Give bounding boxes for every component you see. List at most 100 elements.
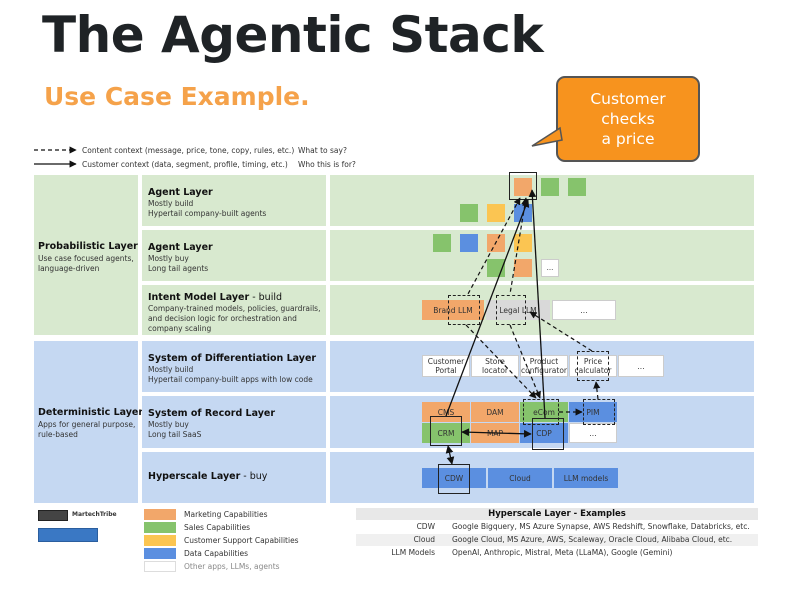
layer-desc: company scaling bbox=[148, 324, 212, 333]
agent-square bbox=[460, 204, 478, 222]
ecom-box: eCom bbox=[520, 402, 568, 422]
callout-tail bbox=[531, 126, 563, 147]
callout-bubble: Customer checks a price bbox=[556, 76, 700, 162]
group-desc: language-driven bbox=[38, 264, 100, 273]
group-desc: rule-based bbox=[38, 430, 78, 439]
key-label: Data Capabilities bbox=[184, 549, 249, 558]
key-swatch-data bbox=[144, 548, 176, 559]
box-line: Store bbox=[485, 357, 505, 366]
agent-square bbox=[568, 178, 586, 196]
sor-label-cell bbox=[142, 396, 326, 448]
deterministic-group-label: Deterministic Layer Apps for general pur… bbox=[38, 406, 143, 440]
cdp-outline bbox=[532, 418, 564, 450]
agent-square bbox=[514, 259, 532, 277]
sod-label-cell bbox=[142, 341, 326, 392]
martech-badge: MartechTribe bbox=[72, 511, 117, 518]
callout-line: checks bbox=[601, 110, 655, 128]
layer-suffix: - build bbox=[249, 292, 283, 303]
profile-badge bbox=[38, 528, 98, 542]
layer-desc: Hypertail company-built apps with low co… bbox=[148, 375, 313, 384]
customer-arrow bbox=[461, 428, 532, 438]
box-line: Price bbox=[583, 357, 603, 366]
legend-customer-label: Customer context (data, segment, profile… bbox=[82, 160, 288, 169]
key-swatch-marketing bbox=[144, 509, 176, 520]
layer-title: Hyperscale Layer bbox=[148, 471, 241, 482]
hyper-label: Hyperscale Layer - buy bbox=[148, 470, 267, 483]
agent-square bbox=[487, 204, 505, 222]
legend-customer-question: Who this is for? bbox=[298, 160, 356, 169]
layer-desc: Mostly build bbox=[148, 365, 194, 374]
brand-llm-highlight bbox=[448, 295, 480, 325]
dam-box: DAM bbox=[471, 402, 519, 422]
agent-square bbox=[460, 234, 478, 252]
sor-label: System of Record Layer Mostly buy Long t… bbox=[148, 407, 275, 440]
box-line: locator bbox=[481, 366, 508, 375]
llm-models-box: LLM models bbox=[554, 468, 618, 488]
layer-desc: Long tail agents bbox=[148, 264, 209, 273]
legend-content-label: Content context (message, price, tone, c… bbox=[82, 146, 295, 155]
hyper-label-cell bbox=[142, 452, 326, 503]
customer-arrow bbox=[445, 445, 455, 465]
pim-box: PIM bbox=[569, 402, 617, 422]
layer-desc: Mostly buy bbox=[148, 420, 189, 429]
ecom-highlight bbox=[523, 399, 559, 425]
callout-line: Customer bbox=[590, 90, 666, 108]
intent-label-cell bbox=[142, 285, 326, 335]
box-line: calculator bbox=[574, 366, 612, 375]
layer-title: Agent Layer bbox=[148, 242, 213, 253]
agent-buy-label-cell bbox=[142, 230, 326, 281]
layer-desc: Mostly buy bbox=[148, 254, 189, 263]
brand-llm-box: Brand LLM bbox=[422, 300, 484, 320]
page-subtitle: Use Case Example. bbox=[44, 82, 310, 111]
content-arrow bbox=[529, 311, 593, 352]
agent-build-label: Agent Layer Mostly build Hypertail compa… bbox=[148, 186, 266, 219]
group-desc: Use case focused agents, bbox=[38, 254, 134, 263]
examples-key: CDW bbox=[416, 522, 435, 531]
examples-row: LLM Models OpenAI, Anthropic, Mistral, M… bbox=[356, 547, 758, 559]
layer-desc: Long tail SaaS bbox=[148, 430, 202, 439]
customer-arrow bbox=[445, 199, 530, 417]
legal-llm-highlight bbox=[496, 295, 526, 325]
group-title: Probabilistic Layer bbox=[38, 241, 138, 252]
agent-square bbox=[433, 234, 451, 252]
examples-value: Google Cloud, MS Azure, AWS, Scaleway, O… bbox=[452, 535, 733, 544]
layer-desc: Hypertail company-built agents bbox=[148, 209, 267, 218]
box-line: Customer bbox=[427, 357, 465, 366]
crm-box: CRM bbox=[422, 423, 470, 443]
key-swatch-sales bbox=[144, 522, 176, 533]
group-desc: Apps for general purpose, bbox=[38, 420, 136, 429]
content-arrow bbox=[467, 197, 521, 295]
layer-title: Agent Layer bbox=[148, 187, 213, 198]
agent-build-label-cell bbox=[142, 175, 326, 226]
agent-square bbox=[514, 178, 532, 196]
cms-box: CMS bbox=[422, 402, 470, 422]
deterministic-group bbox=[34, 341, 138, 503]
key-swatch-support bbox=[144, 535, 176, 546]
layer-desc: Mostly build bbox=[148, 199, 194, 208]
sor-other-box: ... bbox=[569, 423, 617, 443]
layer-title: System of Differentiation Layer bbox=[148, 353, 317, 364]
examples-value: OpenAI, Anthropic, Mistral, Meta (LLaMA)… bbox=[452, 548, 673, 557]
agent-buy-label: Agent Layer Mostly buy Long tail agents bbox=[148, 241, 213, 274]
content-arrow bbox=[593, 381, 601, 400]
key-label: Marketing Capabilities bbox=[184, 510, 268, 519]
key-swatch-other bbox=[144, 561, 176, 572]
examples-key: Cloud bbox=[413, 535, 435, 544]
layer-desc: Company-trained models, policies, guardr… bbox=[148, 304, 321, 313]
probabilistic-group bbox=[34, 175, 138, 335]
intent-other-box: ... bbox=[552, 300, 616, 320]
key-label: Other apps, LLMs, agents bbox=[184, 562, 280, 571]
legend-content-question: What to say? bbox=[298, 146, 347, 155]
cloud-box: Cloud bbox=[488, 468, 552, 488]
sod-label: System of Differentiation Layer Mostly b… bbox=[148, 352, 316, 385]
group-title: Deterministic Layer bbox=[38, 407, 144, 418]
layer-suffix: - buy bbox=[240, 471, 268, 482]
box-line: Product bbox=[529, 357, 559, 366]
agent-square bbox=[514, 234, 532, 252]
license-badge bbox=[38, 510, 68, 521]
content-arrow bbox=[465, 324, 537, 399]
agent-square-other: ... bbox=[541, 259, 559, 277]
